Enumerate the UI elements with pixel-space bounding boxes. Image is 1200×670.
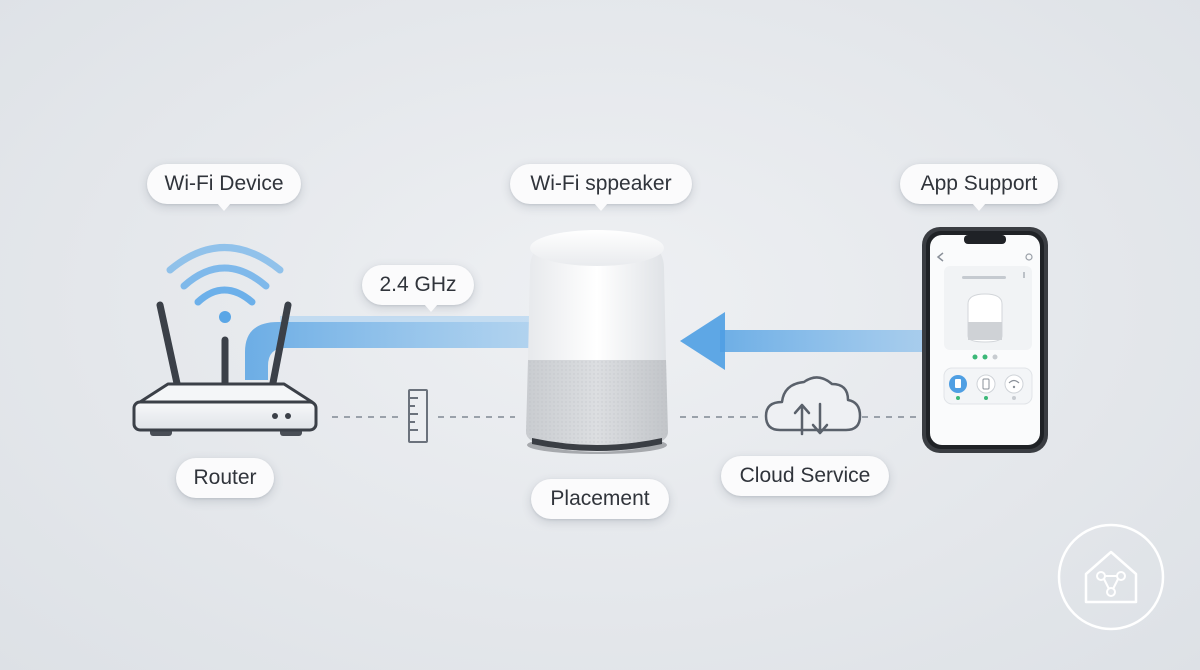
smart-home-logo-icon — [1057, 523, 1165, 631]
router-label: Router — [176, 458, 274, 498]
wifi-device-label: Wi-Fi Device — [147, 164, 301, 211]
router-icon — [132, 301, 318, 436]
smart-speaker-icon — [526, 230, 668, 454]
placement-label: Placement — [531, 479, 669, 519]
app-screen — [936, 252, 1033, 405]
app-support-label: App Support — [900, 164, 1058, 211]
cloud-service-label: Cloud Service — [721, 456, 889, 496]
cloud-sync-icon — [764, 376, 862, 436]
frequency-label: 2.4 GHz — [362, 265, 474, 312]
signal-arrow-right — [680, 312, 925, 370]
ruler-icon — [408, 389, 428, 443]
signal-beam-left — [245, 316, 532, 380]
wifi-signal-icon — [166, 244, 284, 323]
smartphone-icon — [922, 227, 1048, 453]
wifi-speaker-label: Wi-Fi sppeaker — [510, 164, 692, 211]
